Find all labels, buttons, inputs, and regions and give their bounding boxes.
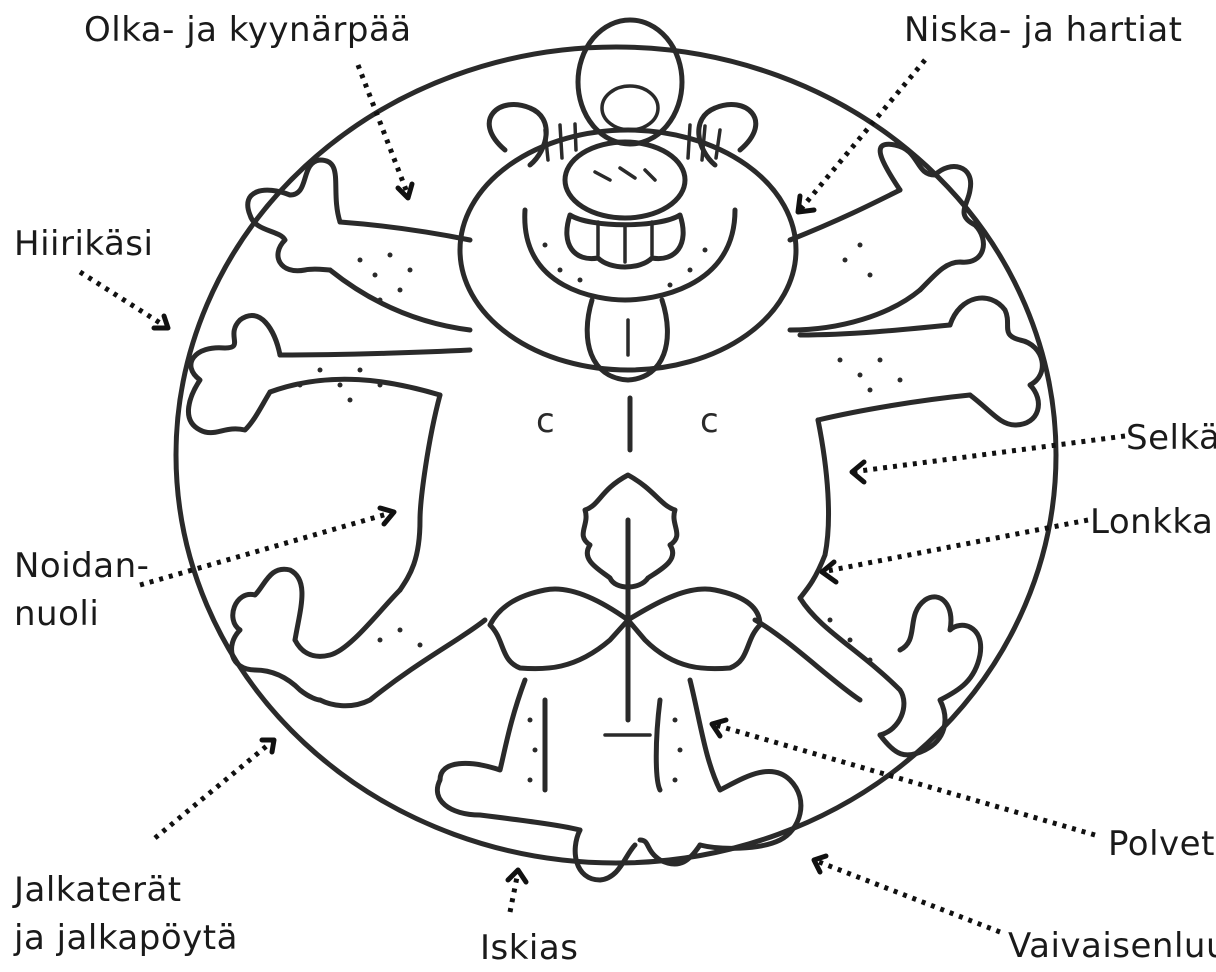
right-shin <box>690 680 801 848</box>
right-upper-arm-lower-edge <box>790 290 920 330</box>
nose <box>565 142 685 218</box>
label-olka: Olka- ja kyynärpää <box>84 10 412 50</box>
label-selka: Selkä <box>1126 418 1216 458</box>
label-hiirikasi: Hiirikäsi <box>14 224 153 264</box>
head-top-knob <box>578 20 682 144</box>
right-nipple: c <box>700 401 719 441</box>
teeth-lines <box>598 222 652 262</box>
left-lower-arm-top <box>280 350 470 355</box>
arrow-noidannuoli <box>140 508 394 585</box>
left-upper-arm-lower-edge <box>330 270 470 330</box>
label-jalkaterat-line2: ja jalkapöytä <box>14 918 238 958</box>
left-lower-hand <box>188 315 280 432</box>
arrow-iskias <box>508 870 526 912</box>
left-upper-arm <box>340 222 470 240</box>
label-niska: Niska- ja hartiat <box>904 10 1183 50</box>
left-leg-outer <box>295 590 400 656</box>
left-leg-inner <box>320 620 485 706</box>
arrow-jalkaterat <box>155 740 274 838</box>
right-leg-inner <box>755 620 860 700</box>
leaf-right <box>628 589 760 669</box>
label-jalkaterat-line1: Jalkaterät <box>14 870 182 910</box>
label-noidannuoli-line1: Noidan- <box>14 546 149 586</box>
arrow-selka <box>852 436 1125 482</box>
bottom-foot-left <box>575 830 635 880</box>
label-vaivaisenluu: Vaivaisenluu <box>1008 926 1216 966</box>
torso-left-side <box>400 395 440 590</box>
left-ear <box>489 104 546 165</box>
right-foot <box>880 597 981 755</box>
label-lonkka: Lonkka <box>1090 502 1213 542</box>
right-upper-arm <box>790 190 900 240</box>
arrow-niska <box>798 60 925 212</box>
left-foot <box>232 569 320 700</box>
arrow-lonkka <box>822 520 1088 582</box>
label-iskias: Iskias <box>480 928 578 968</box>
left-lower-arm <box>270 379 440 395</box>
arrow-polvet <box>712 720 1095 835</box>
label-polvet: Polvet <box>1108 824 1215 864</box>
arrow-vaivaisenluu <box>814 856 1000 932</box>
arrow-hiirikasi <box>80 272 168 328</box>
label-noidannuoli-line2: nuoli <box>14 594 99 634</box>
head-top-inner <box>602 86 658 130</box>
left-nipple: c <box>536 401 555 441</box>
right-lower-arm <box>818 395 970 420</box>
right-upper-hand <box>880 144 983 290</box>
leaf-left <box>490 589 628 669</box>
left-shin <box>437 680 580 830</box>
arrow-olka <box>358 65 412 198</box>
right-inner-shin <box>656 700 660 790</box>
nose-lines <box>595 168 655 180</box>
